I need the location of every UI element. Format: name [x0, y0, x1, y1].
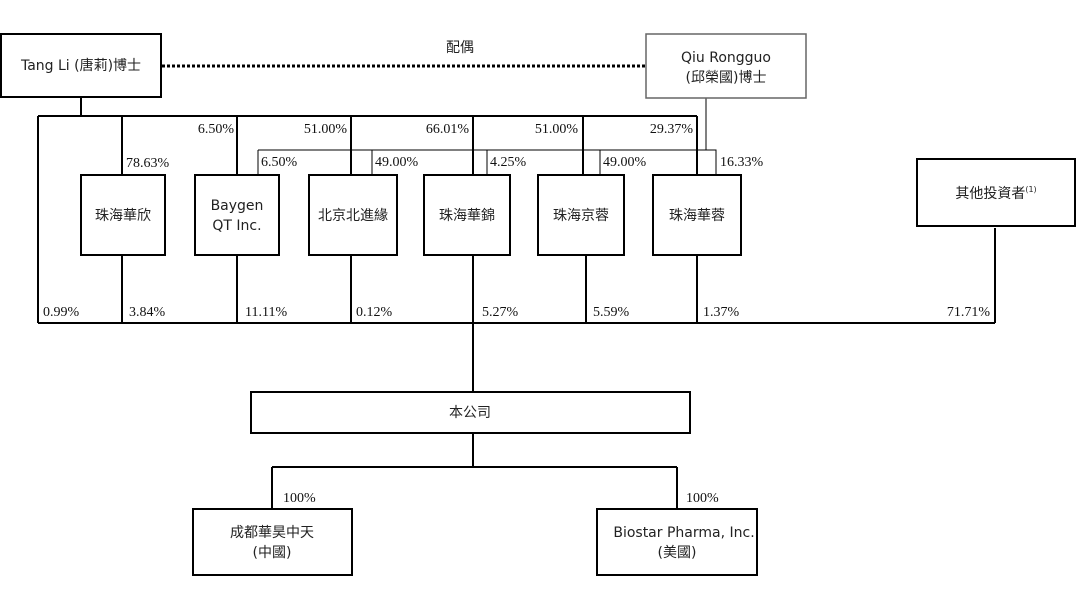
pct-tang-huajin: 66.01%: [426, 122, 470, 137]
pct-qiu-baygen: 6.50%: [261, 155, 298, 170]
pct-qiu-beijing: 49.00%: [375, 155, 419, 170]
huarong-label: 珠海華蓉: [669, 208, 725, 224]
tang-li-label: Tang Li (唐莉)博士: [20, 57, 141, 74]
qiu-stake-labels: 78.63% 6.50% 49.00% 4.25% 49.00% 16.33%: [126, 155, 764, 171]
pct-company-beijing: 0.12%: [356, 305, 393, 320]
pct-qiu-huarong: 16.33%: [720, 155, 764, 170]
pct-tang-beijing: 51.00%: [304, 122, 348, 137]
qiu-label-line2: (邱榮國)博士: [686, 69, 767, 86]
pct-tang-baygen: 6.50%: [198, 122, 235, 137]
pct-chengdu: 100%: [283, 491, 316, 506]
pct-company-huajin: 5.27%: [482, 305, 519, 320]
tang-stake-labels: 6.50% 51.00% 66.01% 51.00% 29.37%: [198, 122, 694, 137]
jingrong-node: 珠海京蓉: [537, 174, 625, 256]
qiu-label-line1: Qiu Rongguo: [681, 50, 771, 66]
chengdu-node: 成都華昊中天 (中國): [192, 508, 353, 576]
qiu-drop-line: [705, 98, 717, 175]
baygen-node: Baygen QT Inc.: [194, 174, 280, 256]
qiu-connector-lines: [257, 98, 717, 175]
pct-qiu-huaxin: 78.63%: [126, 156, 170, 171]
company-label: 本公司: [449, 405, 491, 421]
company-bus-lines: [38, 228, 996, 509]
other-investors-text: 其他投資者: [955, 186, 1025, 202]
beijing-node: 北京北進緣: [308, 174, 398, 256]
pct-qiu-huajin: 4.25%: [490, 155, 527, 170]
tang-li-node: Tang Li (唐莉)博士: [0, 33, 162, 98]
biostar-label-line2: (美國): [658, 545, 697, 561]
pct-qiu-jingrong: 49.00%: [603, 155, 647, 170]
biostar-label-line1: Biostar Pharma, Inc.: [613, 525, 754, 541]
pct-company-huaxin: 3.84%: [129, 305, 166, 320]
pct-company-jingrong: 5.59%: [593, 305, 630, 320]
huajin-node: 珠海華錦: [423, 174, 511, 256]
qiu-rongguo-node: Qiu Rongguo (邱榮國)博士: [645, 33, 807, 99]
baygen-label-line1: Baygen: [211, 198, 264, 214]
pct-company-others: 71.71%: [947, 305, 991, 320]
company-node: 本公司: [250, 391, 691, 434]
spouse-label: 配偶: [446, 40, 474, 56]
other-investors-node: 其他投資者(1): [916, 158, 1076, 227]
huarong-node: 珠海華蓉: [652, 174, 742, 256]
pct-company-baygen: 11.11%: [245, 305, 287, 320]
pct-company-tang: 0.99%: [43, 305, 80, 320]
other-investors-note: (1): [1025, 185, 1036, 194]
baygen-label-line2: QT Inc.: [212, 218, 261, 234]
huaxin-label: 珠海華欣: [95, 208, 151, 224]
pct-tang-huarong: 29.37%: [650, 122, 694, 137]
huajin-label: 珠海華錦: [439, 207, 495, 224]
connector-lines: [37, 97, 698, 323]
huaxin-node: 珠海華欣: [80, 174, 166, 256]
subsidiary-stake-labels: 100% 100%: [283, 491, 719, 506]
chengdu-label-line1: 成都華昊中天: [230, 525, 314, 541]
other-investors-label: 其他投資者(1): [955, 185, 1036, 202]
biostar-node: Biostar Pharma, Inc. (美國): [596, 508, 758, 576]
pct-company-huarong: 1.37%: [703, 305, 740, 320]
company-stake-labels: 0.99% 3.84% 11.11% 0.12% 5.27% 5.59% 1.3…: [43, 305, 990, 320]
pct-biostar: 100%: [686, 491, 719, 506]
chengdu-label-line2: (中國): [253, 545, 292, 561]
beijing-label: 北京北進緣: [318, 208, 388, 224]
jingrong-label: 珠海京蓉: [553, 208, 609, 224]
pct-tang-jingrong: 51.00%: [535, 122, 579, 137]
